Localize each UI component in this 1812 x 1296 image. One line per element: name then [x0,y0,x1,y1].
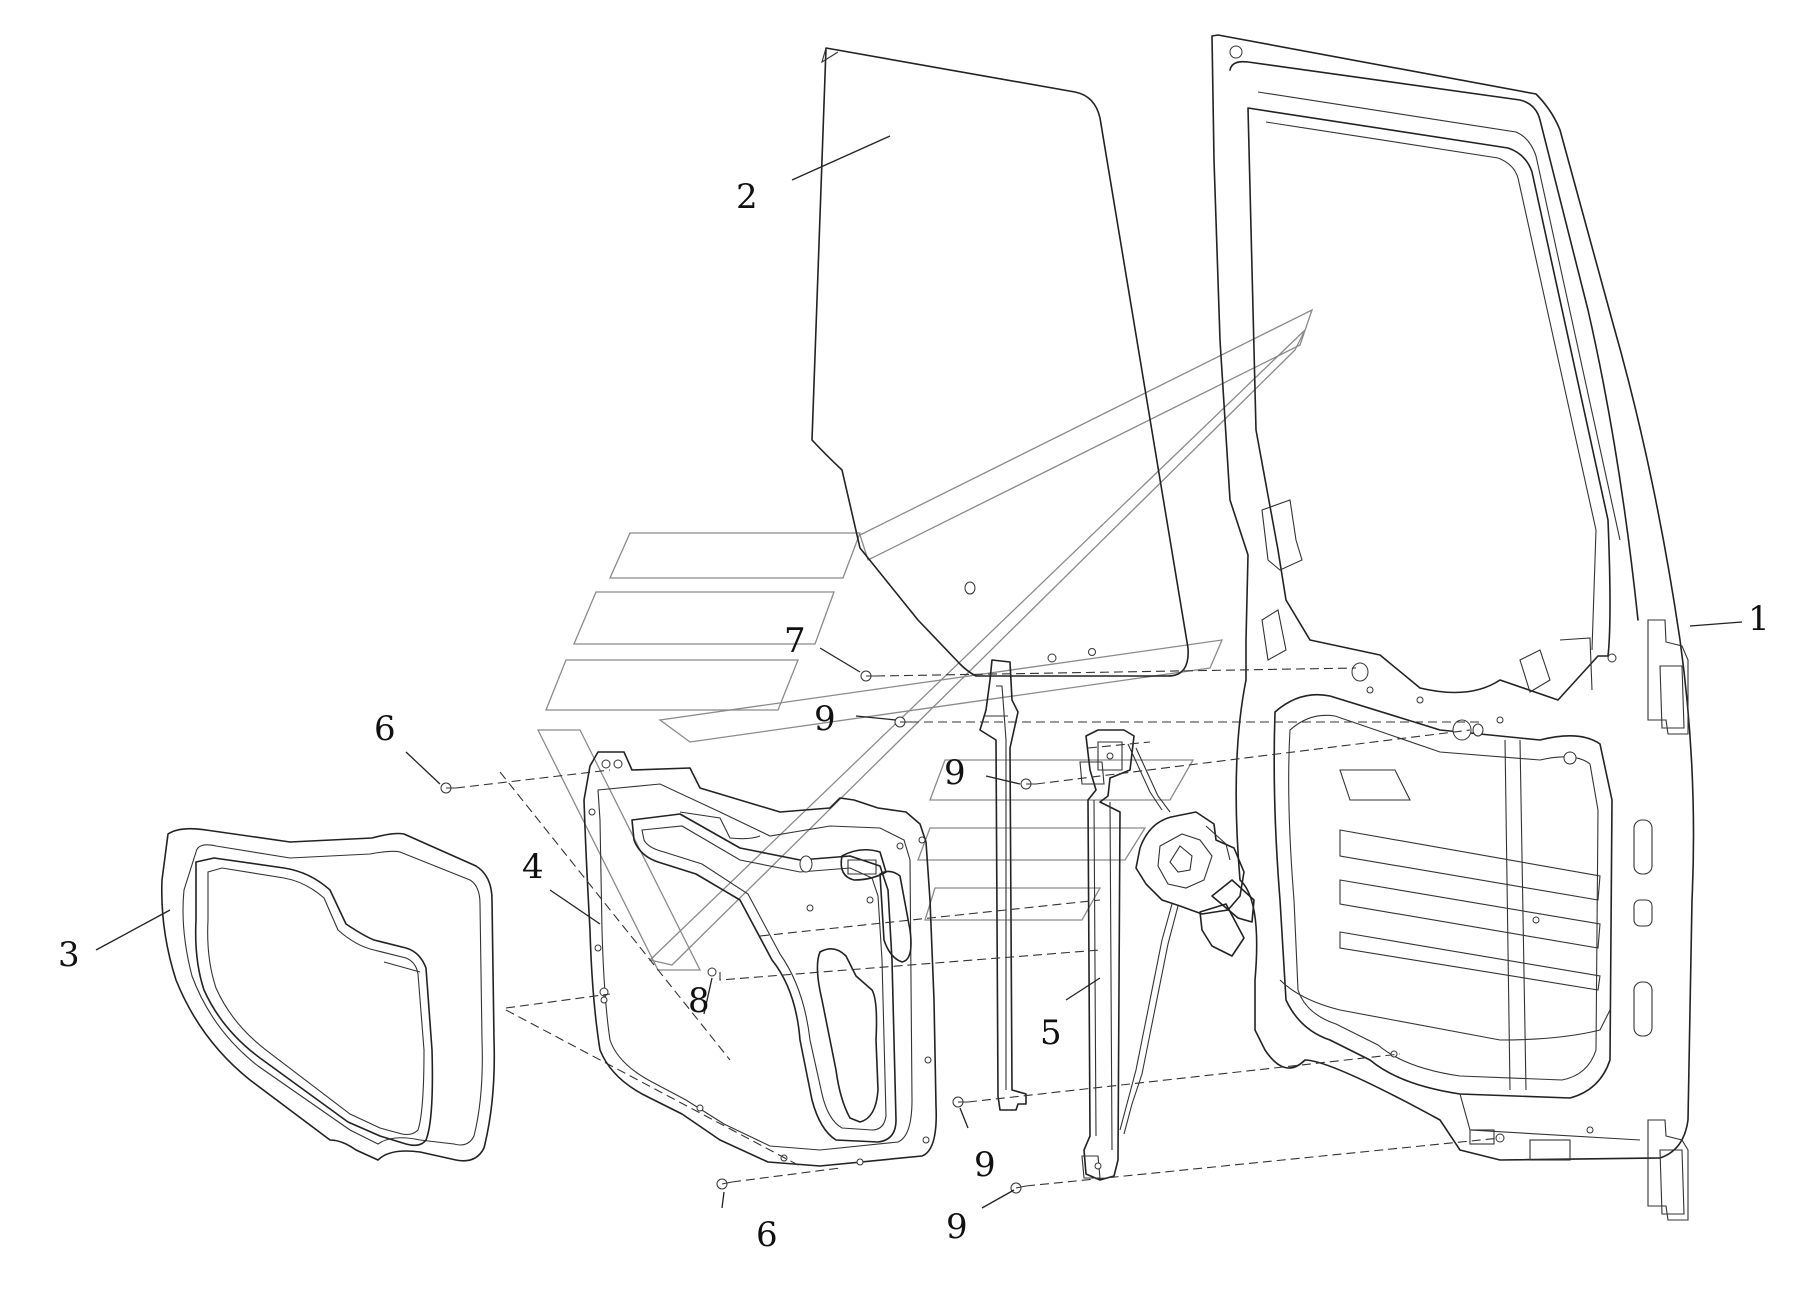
window-regulator [1079,729,1255,1181]
watermark-logo [536,308,1314,971]
callout-9-d: 9 [946,1207,968,1247]
glass-run-channel [979,659,1027,1111]
callout-9-a: 9 [814,699,836,739]
trim-pad [160,827,496,1162]
callout-6-bottom: 6 [756,1215,778,1255]
callout-4: 4 [522,847,544,887]
callout-labels: 1 2 3 4 5 6 6 7 8 9 9 9 9 [58,177,1770,1255]
inner-panel [583,751,938,1167]
callout-7: 7 [784,621,806,661]
callout-3: 3 [58,935,80,975]
callout-9-c: 9 [974,1145,996,1185]
door-frame [1211,34,1695,1221]
leader-lines [95,135,1743,1209]
callout-1: 1 [1748,599,1770,639]
callout-8: 8 [688,981,710,1021]
callout-9-b: 9 [944,753,966,793]
door-glass [811,47,1189,677]
callout-2: 2 [736,177,758,217]
assembly-lines [455,667,1501,1187]
callout-5: 5 [1040,1013,1062,1053]
fasteners [440,670,1036,1194]
callout-6-top: 6 [374,709,396,749]
